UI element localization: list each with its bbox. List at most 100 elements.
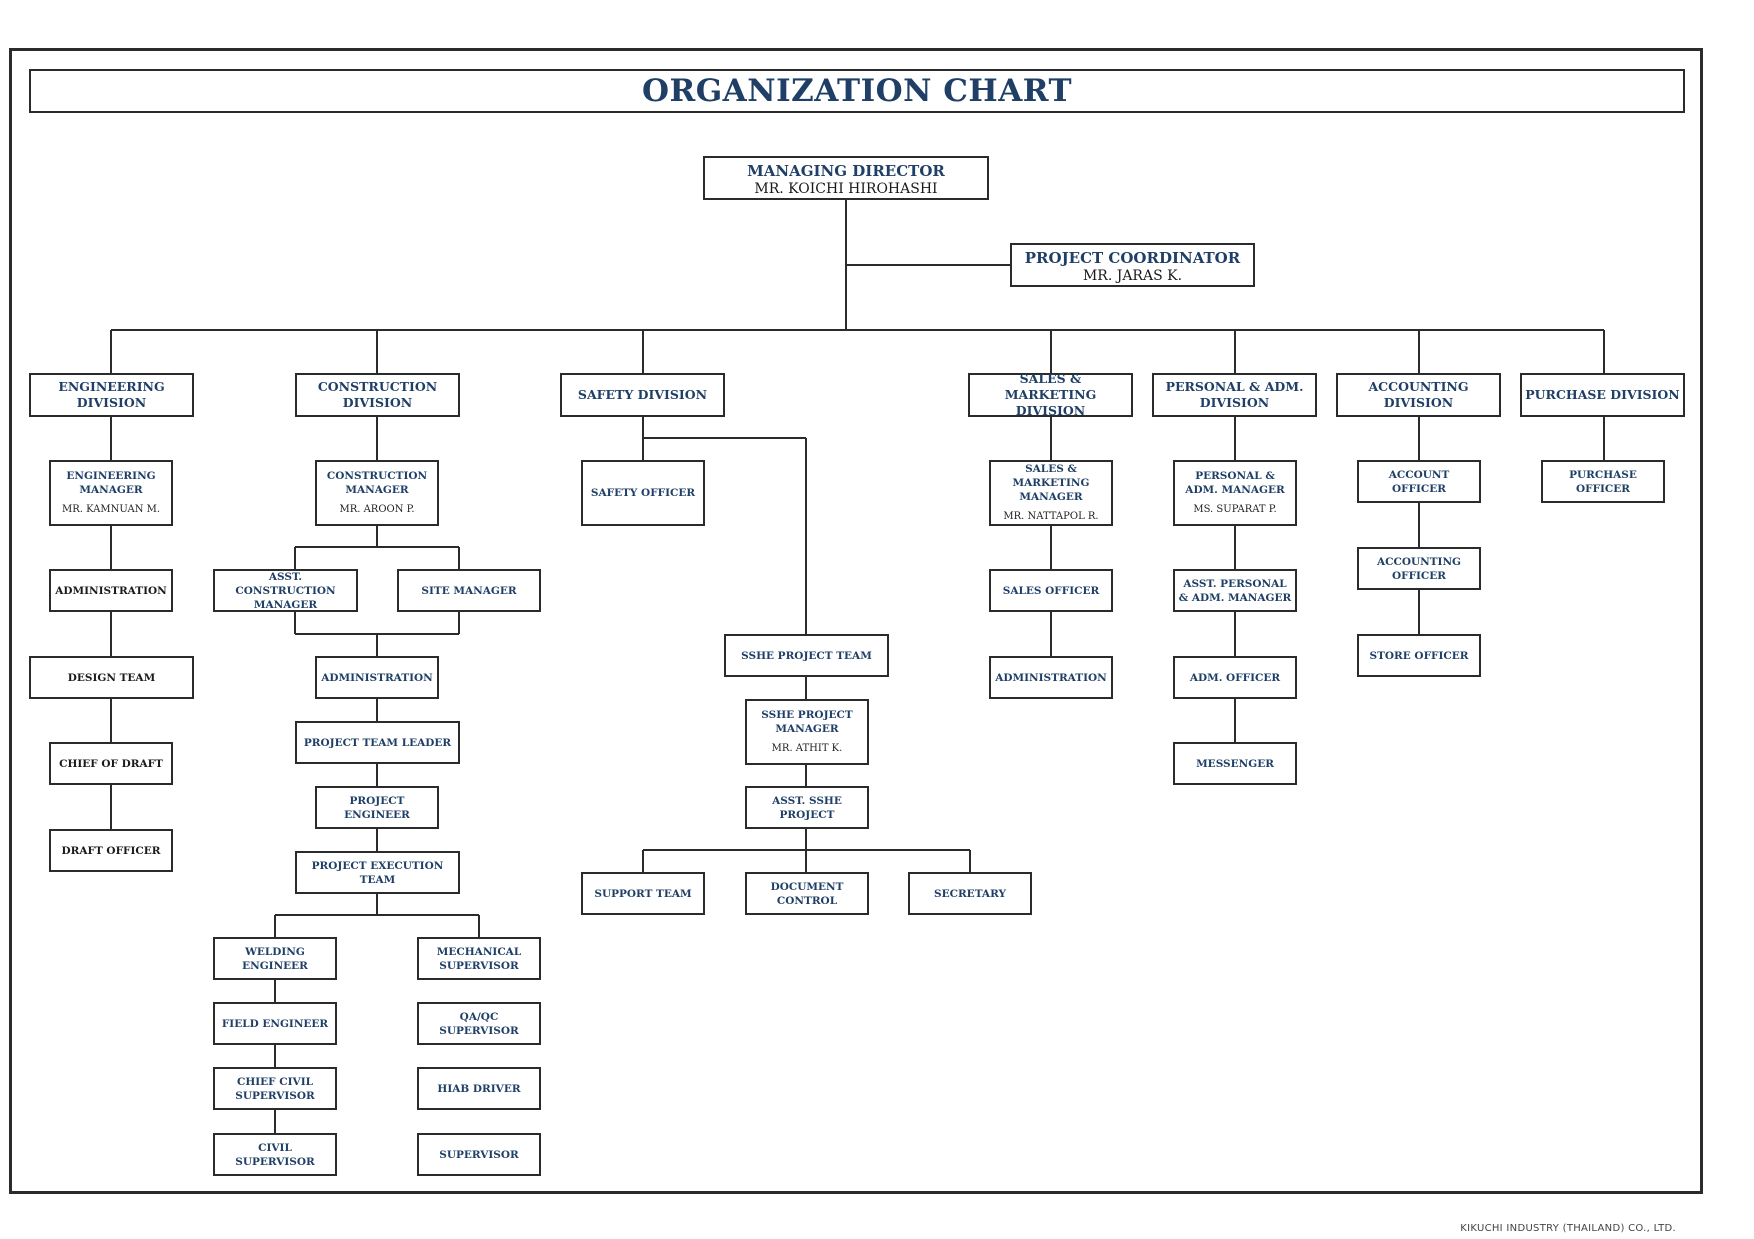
node-title: PERSONAL & ADM. MANAGER <box>1185 470 1285 496</box>
node-title: SAFETY DIVISION <box>577 387 708 402</box>
node-title: PROJECT EXECUTION TEAM <box>311 859 444 886</box>
org-node-pet: PROJECT EXECUTION TEAM <box>295 851 460 894</box>
org-node-sup: SUPERVISOR <box>417 1133 541 1176</box>
org-node-store: STORE OFFICER <box>1357 634 1481 677</box>
node-title: FIELD ENGINEER <box>221 1017 329 1030</box>
node-person-name: MR. JARAS K. <box>1082 267 1183 284</box>
org-node-asst-pa: ASST. PERSONAL & ADM. MANAGER <box>1173 569 1297 612</box>
node-title: ACCOUNTING DIVISION <box>1368 379 1469 410</box>
node-person-name: MS. SUPARAT P. <box>1193 504 1277 515</box>
org-node-accounting-off: ACCOUNTING OFFICER <box>1357 547 1481 590</box>
org-node-pe: PROJECT ENGINEER <box>315 786 439 829</box>
org-node-eng-admin: ADMINISTRATION <box>49 569 173 612</box>
node-title: ADMINISTRATION <box>55 584 167 597</box>
org-node-sales-off: SALES OFFICER <box>989 569 1113 612</box>
org-node-sm-admin: ADMINISTRATION <box>989 656 1113 699</box>
node-title: SSHE PROJECT MANAGER <box>761 709 853 735</box>
node-title: SECRETARY <box>934 887 1006 900</box>
node-title: CONSTRUCTION DIVISION <box>317 379 438 410</box>
node-title: PROJECT ENGINEER <box>344 794 410 821</box>
org-node-support: SUPPORT TEAM <box>581 872 705 915</box>
org-node-con-div: CONSTRUCTION DIVISION <box>295 373 460 417</box>
org-node-asst-sshe: ASST. SSHE PROJECT <box>745 786 869 829</box>
org-node-draft-off: DRAFT OFFICER <box>49 829 173 872</box>
node-title: QA/QC SUPERVISOR <box>439 1010 519 1037</box>
title-box: ORGANIZATION CHART <box>29 69 1685 113</box>
node-title: SUPERVISOR <box>439 1148 519 1161</box>
node-title: PROJECT TEAM LEADER <box>303 736 452 749</box>
node-title: ASST. CONSTRUCTION MANAGER <box>235 570 336 611</box>
org-node-safety-off: SAFETY OFFICER <box>581 460 705 526</box>
org-node-pa-mgr: PERSONAL & ADM. MANAGER MS. SUPARAT P. <box>1173 460 1297 526</box>
org-node-pur-off: PURCHASE OFFICER <box>1541 460 1665 503</box>
org-node-messenger: MESSENGER <box>1173 742 1297 785</box>
org-node-civil-sup: CIVIL SUPERVISOR <box>213 1133 337 1176</box>
org-node-sshe-mgr: SSHE PROJECT MANAGER MR. ATHIT K. <box>745 699 869 765</box>
org-node-ptl: PROJECT TEAM LEADER <box>295 721 460 764</box>
node-title: CHIEF OF DRAFT <box>59 757 163 770</box>
org-node-weld: WELDING ENGINEER <box>213 937 337 980</box>
node-title: SALES & MARKETING MANAGER <box>1012 463 1090 503</box>
org-node-sm-mgr: SALES & MARKETING MANAGER MR. NATTAPOL R. <box>989 460 1113 526</box>
node-title: CHIEF CIVIL SUPERVISOR <box>235 1075 315 1102</box>
node-person-name: MR. ATHIT K. <box>771 743 843 754</box>
org-node-qaqc: QA/QC SUPERVISOR <box>417 1002 541 1045</box>
org-node-hiab: HIAB DRIVER <box>417 1067 541 1110</box>
node-title: HIAB DRIVER <box>437 1082 521 1095</box>
node-title: DOCUMENT CONTROL <box>770 880 844 907</box>
node-title: PERSONAL & ADM. DIVISION <box>1165 379 1304 410</box>
company-footer: KIKUCHI INDUSTRY (THAILAND) CO., LTD. <box>1460 1223 1676 1234</box>
org-node-eng-mgr: ENGINEERING MANAGER MR. KAMNUAN M. <box>49 460 173 526</box>
org-node-chief-civil: CHIEF CIVIL SUPERVISOR <box>213 1067 337 1110</box>
node-title: SITE MANAGER <box>421 584 517 597</box>
node-title: ACCOUNTING OFFICER <box>1376 555 1462 582</box>
node-title: PROJECT COORDINATOR <box>1024 248 1241 267</box>
node-person-name: MR. KOICHI HIROHASHI <box>754 180 938 197</box>
node-title: CIVIL SUPERVISOR <box>235 1141 315 1168</box>
node-title: ENGINEERING DIVISION <box>58 379 165 410</box>
org-node-design: DESIGN TEAM <box>29 656 194 699</box>
org-node-con-admin: ADMINISTRATION <box>315 656 439 699</box>
org-node-secretary: SECRETARY <box>908 872 1032 915</box>
page-frame <box>9 48 1703 1194</box>
org-node-sshe-team: SSHE PROJECT TEAM <box>724 634 889 677</box>
org-node-pur-div: PURCHASE DIVISION <box>1520 373 1685 417</box>
node-title: ASST. PERSONAL & ADM. MANAGER <box>1178 577 1292 604</box>
node-title: ADMINISTRATION <box>321 671 433 684</box>
node-title: STORE OFFICER <box>1369 649 1469 662</box>
node-title: DESIGN TEAM <box>67 671 156 684</box>
node-title: WELDING ENGINEER <box>242 945 308 972</box>
org-node-chief-draft: CHIEF OF DRAFT <box>49 742 173 785</box>
org-node-mech-sup: MECHANICAL SUPERVISOR <box>417 937 541 980</box>
node-title: MECHANICAL SUPERVISOR <box>436 945 522 972</box>
node-title: CONSTRUCTION MANAGER <box>326 470 428 496</box>
org-node-site-mgr: SITE MANAGER <box>397 569 541 612</box>
node-title: ENGINEERING MANAGER <box>66 470 156 496</box>
node-title: PURCHASE DIVISION <box>1525 387 1680 402</box>
node-person-name: MR. KAMNUAN M. <box>61 504 161 515</box>
org-node-doc: DOCUMENT CONTROL <box>745 872 869 915</box>
node-person-name: MR. NATTAPOL R. <box>1003 511 1099 522</box>
org-node-field: FIELD ENGINEER <box>213 1002 337 1045</box>
org-node-con-mgr: CONSTRUCTION MANAGER MR. AROON P. <box>315 460 439 526</box>
page-title: ORGANIZATION CHART <box>641 73 1073 109</box>
node-title: DRAFT OFFICER <box>61 844 161 857</box>
node-title: ADMINISTRATION <box>995 671 1107 684</box>
org-node-sm-div: SALES & MARKETING DIVISION <box>968 371 1133 418</box>
org-node-acc-off: ACCOUNT OFFICER <box>1357 460 1481 503</box>
node-title: SALES & MARKETING DIVISION <box>1004 371 1097 418</box>
node-title: MANAGING DIRECTOR <box>747 161 945 180</box>
node-title: ACCOUNT OFFICER <box>1388 468 1450 495</box>
node-title: ADM. OFFICER <box>1189 671 1281 684</box>
org-node-pa-div: PERSONAL & ADM. DIVISION <box>1152 373 1317 417</box>
node-title: PURCHASE OFFICER <box>1569 468 1637 495</box>
node-title: ASST. SSHE PROJECT <box>772 794 842 821</box>
node-title: SSHE PROJECT TEAM <box>741 649 872 662</box>
node-person-name: MR. AROON P. <box>339 504 415 515</box>
node-title: SAFETY OFFICER <box>590 487 696 499</box>
org-node-acc-div: ACCOUNTING DIVISION <box>1336 373 1501 417</box>
org-node-adm-off: ADM. OFFICER <box>1173 656 1297 699</box>
